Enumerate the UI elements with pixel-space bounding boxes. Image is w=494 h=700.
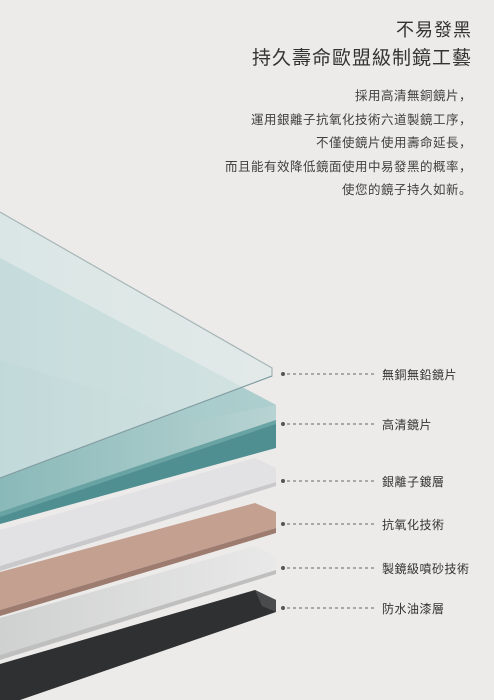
layer-label-waterproof-paint: 防水油漆層 (382, 602, 445, 616)
leader-line-3 (281, 479, 375, 483)
headline: 不易發黑 持久壽命歐盟級制鏡工藝 (252, 18, 472, 72)
description-line-4: 而且能有效降低鏡面使用中易發黑的概率， (224, 158, 472, 174)
description-line-2: 運用銀離子抗氧化技術六道製鏡工序， (250, 111, 472, 127)
leader-line-6 (281, 606, 375, 610)
headline-line-1: 不易發黑 (396, 20, 472, 41)
leader-line-4 (281, 522, 375, 526)
description: 採用高清無銅鏡片， 運用銀離子抗氧化技術六道製鏡工序， 不僅使鏡片使用壽命延長，… (225, 84, 472, 202)
description-line-3: 不僅使鏡片使用壽命延長， (315, 135, 472, 150)
layer-clear-glass (0, 211, 273, 479)
layer-sandblast (0, 546, 276, 660)
description-line-5: 使您的鏡子持久如新。 (341, 182, 472, 197)
headline-line-2: 持久壽命歐盟級制鏡工藝 (251, 47, 472, 69)
layer-label-anti-oxidation: 抗氧化技術 (382, 518, 445, 532)
layer-paint (0, 590, 276, 700)
layer-label-silver-coating: 銀離子鍍層 (382, 475, 445, 489)
description-line-1: 採用高清無銅鏡片， (354, 88, 472, 103)
leader-line-2 (281, 422, 375, 426)
layer-label-copper-free-glass: 無銅無鉛鏡片 (382, 368, 458, 382)
layer-silver-coating (0, 458, 276, 571)
leader-line-5 (281, 566, 375, 570)
layer-anti-oxidation (0, 503, 276, 616)
leader-line-1 (281, 372, 375, 376)
layer-label-hd-glass: 高清鏡片 (382, 418, 433, 432)
layer-label-sandblast: 製鏡級噴砂技術 (382, 562, 470, 576)
